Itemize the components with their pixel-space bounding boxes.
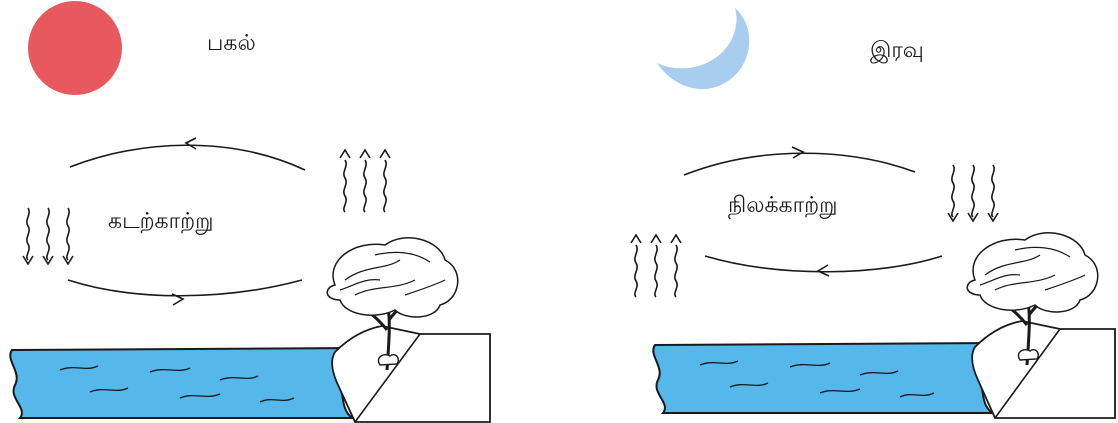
day-title: பகல் [207, 31, 256, 56]
moon-icon [657, 8, 749, 89]
lower-airflow-arrow-left [705, 256, 942, 272]
upper-airflow-arrow-right [684, 153, 915, 175]
sea-breeze-label: கடற்காற்று [108, 209, 214, 235]
day-panel: பகல் கடற்காற்று [10, 1, 490, 422]
sea-water [10, 348, 360, 418]
rising-air-icon-night [631, 235, 681, 297]
upper-airflow-arrowhead [186, 138, 196, 149]
night-title: இரவு [870, 38, 924, 63]
sea-water-night [653, 343, 1000, 413]
rising-air-icon [340, 150, 390, 212]
land-cliff-night [972, 321, 1115, 418]
descending-air-icon-night [948, 165, 998, 221]
land-breeze-label: நிலக்காற்று [728, 193, 837, 219]
lower-airflow-arrow-right [68, 280, 302, 296]
sun-icon [28, 1, 122, 95]
land-cliff [332, 326, 490, 422]
night-panel: இரவு நிலக்காற்று [631, 8, 1115, 418]
lower-airflow-arrowhead-night [818, 265, 829, 276]
upper-airflow-arrow-left [70, 145, 305, 170]
descending-air-icon [23, 208, 73, 264]
